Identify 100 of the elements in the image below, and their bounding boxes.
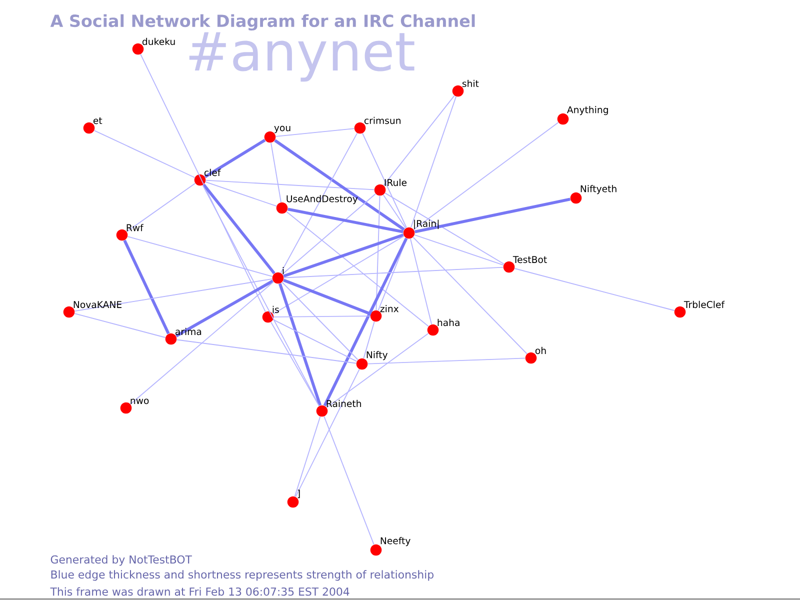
edge-line — [74, 278, 273, 312]
edge-line — [278, 283, 322, 406]
footer-note: Generated by NotTestBOT — [50, 555, 192, 566]
node-label: Anything — [567, 106, 608, 116]
node-label: nwo — [130, 398, 149, 404]
node-label: oh — [535, 346, 546, 354]
node-label: dukeku — [142, 38, 175, 46]
node-label: haha — [438, 318, 460, 326]
edge-line — [363, 321, 375, 359]
node-label: is — [272, 306, 279, 314]
node-dot — [403, 227, 415, 239]
edge-line — [270, 322, 320, 406]
edge-line — [412, 236, 528, 354]
edge-line — [295, 368, 360, 498]
edge-line — [294, 416, 321, 497]
edge-line — [283, 278, 371, 316]
node-dot — [674, 306, 686, 318]
node-label: i — [282, 266, 284, 274]
node-label: TestBot — [512, 256, 547, 264]
edge-line — [175, 280, 274, 338]
node-label: arima — [176, 328, 202, 336]
edge-line — [202, 184, 276, 274]
node-dot — [272, 272, 284, 284]
watermark-text: #anynet — [189, 32, 414, 82]
node-label: UseAndDestroy — [286, 195, 358, 204]
title: A Social Network Diagram for an IRC Channel — [50, 14, 475, 31]
node-label: TrbleClef — [684, 300, 725, 308]
footer-note: This frame was drawn at Fri Feb 13 06:07:35 EST 2004 — [50, 587, 350, 596]
node-dot — [276, 202, 288, 214]
edge-line — [288, 208, 404, 234]
node-dot — [557, 113, 569, 125]
edge-line — [140, 54, 266, 312]
node-label: Rwf — [126, 224, 144, 232]
node-label: Nifty — [366, 351, 388, 360]
edge-line — [205, 181, 277, 207]
edge-line — [204, 138, 266, 178]
edge-line — [130, 281, 274, 405]
node-dot — [452, 85, 464, 97]
edge-line — [410, 96, 457, 228]
node-dot — [570, 192, 582, 204]
edge-line — [283, 266, 504, 278]
node-dot — [316, 405, 328, 417]
node-dot — [264, 131, 276, 143]
node-dot — [63, 306, 75, 318]
node-dot — [370, 544, 382, 556]
edge-line — [272, 236, 404, 314]
node-label: crimsun — [364, 116, 400, 124]
node-dot — [287, 496, 299, 508]
node-dot — [194, 174, 206, 186]
node-dot — [374, 184, 386, 196]
edge-line — [275, 128, 355, 137]
edge-line — [362, 132, 407, 228]
node-dot — [525, 352, 537, 364]
edge-line — [514, 268, 675, 311]
edge-line — [323, 238, 408, 406]
edge-line — [273, 316, 371, 318]
node-label: IRule — [384, 178, 407, 186]
edge-line — [414, 198, 570, 234]
edge-line — [382, 194, 406, 229]
edge-line — [282, 282, 358, 360]
edge-line — [176, 339, 357, 364]
node-dot — [116, 229, 128, 241]
edge-line — [74, 313, 166, 338]
edge-line — [94, 130, 196, 178]
node-label: ] — [298, 490, 300, 498]
edge-line — [286, 211, 429, 327]
edge-line — [126, 182, 196, 232]
edge-line — [367, 358, 526, 364]
node-dot — [120, 402, 132, 414]
edge-line — [413, 122, 559, 230]
edge-line — [324, 416, 374, 545]
node-label: clef — [204, 168, 221, 176]
node-dot — [83, 122, 95, 134]
node-dot — [370, 310, 382, 322]
node-dot — [356, 358, 368, 370]
edge-line — [414, 234, 504, 266]
edge-line — [270, 142, 282, 203]
node-dot — [503, 261, 515, 273]
node-label: Raineth — [326, 400, 361, 408]
edge-line — [376, 195, 380, 311]
node-label: Niftyeth — [580, 185, 616, 194]
edge-line — [384, 192, 504, 264]
edge-line — [127, 236, 273, 277]
edge-line — [123, 240, 170, 334]
node-dot — [132, 43, 144, 55]
edge-line — [205, 180, 375, 190]
node-label: et — [93, 117, 102, 124]
node-label: Neefty — [380, 537, 410, 546]
edge-line — [283, 234, 404, 278]
node-dot — [354, 122, 366, 134]
edge-line — [274, 139, 405, 231]
edge-line — [410, 238, 432, 325]
edge-line — [272, 319, 358, 362]
node-label: NovaKANE — [74, 301, 122, 308]
node-label: |Rain| — [414, 220, 439, 230]
footer-note: Blue edge thickness and shortness represents strength of relationship — [51, 570, 434, 581]
edge-line — [383, 95, 455, 186]
edge-line — [282, 193, 376, 275]
node-label: shit — [462, 80, 479, 88]
edge-line — [280, 132, 358, 274]
